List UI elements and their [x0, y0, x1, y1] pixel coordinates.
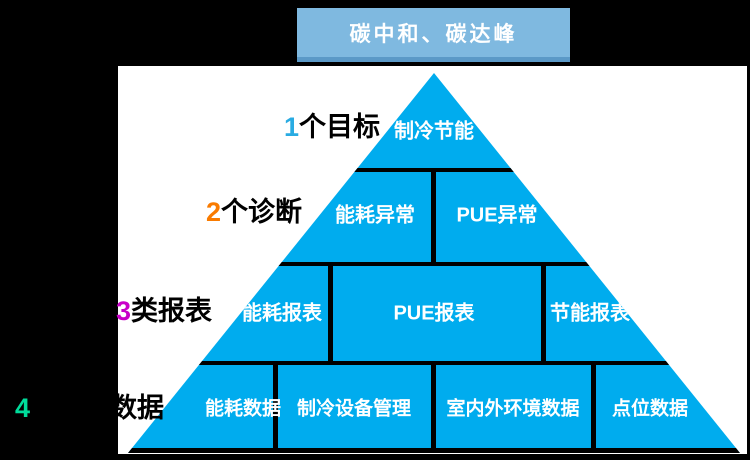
level-2-text: 个诊断 [221, 197, 303, 227]
level-4-number: 4 [15, 393, 31, 423]
level-3-number: 3 [116, 296, 132, 326]
pyramid-cell-pue-report: PUE报表 [393, 302, 475, 325]
level-3-label: 3类报表 [116, 295, 212, 327]
pyramid-cell-cooling-equip: 制冷设备管理 [296, 398, 412, 420]
pyramid-cell-point-data: 点位数据 [611, 398, 689, 420]
title-banner: 碳中和、碳达峰 [297, 8, 570, 62]
level-2-number: 2 [206, 197, 222, 227]
level-1-number: 1 [284, 112, 300, 142]
pyramid-cell-saving-report: 节能报表 [550, 302, 630, 325]
pyramid-cell-pue-anomaly: PUE异常 [456, 204, 538, 227]
level-2-label: 2个诊断 [206, 196, 302, 228]
pyramid-cell-env-data: 室内外环境数据 [446, 398, 580, 420]
pyramid-cell-energy-report: 能耗报表 [242, 302, 322, 325]
pyramid-cell-energy-anomaly: 能耗异常 [335, 204, 415, 227]
cell-divider-row4-a [273, 361, 278, 453]
level-4-text: 数据 [110, 393, 164, 423]
cell-divider-row4-b [431, 361, 436, 453]
cell-divider-row3-b [541, 262, 546, 365]
level-3-text: 类报表 [131, 296, 213, 326]
cell-divider-row2 [431, 168, 436, 266]
level-1-label: 1个目标 [284, 111, 380, 143]
pyramid-cell-goal: 制冷节能 [394, 120, 474, 143]
cell-divider-row4-c [591, 361, 596, 453]
pyramid-cell-energy-data: 能耗数据 [204, 398, 282, 420]
title-text: 碳中和、碳达峰 [349, 22, 518, 46]
cell-divider-row3-a [328, 262, 333, 365]
level-1-text: 个目标 [299, 112, 381, 142]
